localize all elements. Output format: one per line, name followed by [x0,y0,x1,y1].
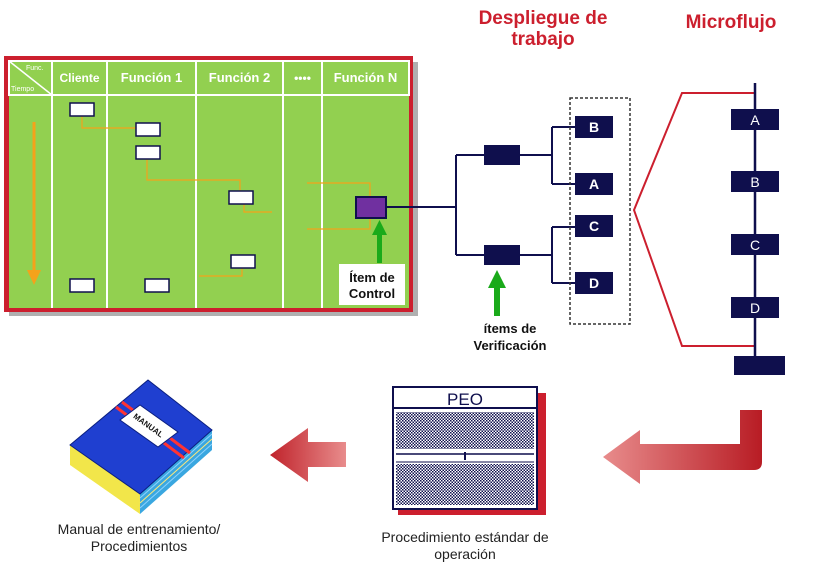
column-header-dots: •••• [294,71,311,85]
svg-text:A: A [750,112,760,128]
activity-box [135,145,161,160]
deployment-box-c: C [575,215,613,237]
corner-top-label: Func. [26,65,44,72]
down-arrow-icon [27,122,41,285]
control-item-box [355,196,387,219]
deployment-box-a: A [575,173,613,195]
activity-box [69,102,95,117]
column-header-funcion-1: Función 1 [121,70,182,85]
deployment-container [569,97,631,325]
column-header-cliente: Cliente [59,71,99,85]
svg-text:C: C [589,218,599,234]
activity-box [228,190,254,205]
manual-caption: Manual de entrenamiento/ Procedimientos [57,521,221,554]
microflow-box-b: B [731,171,779,192]
svg-text:D: D [589,275,599,291]
microflow-end-box [734,356,785,375]
deployment-node-lower [484,245,520,265]
deployment-box-d: D [575,272,613,294]
svg-text:B: B [589,119,599,135]
book-icon: MANUAL [69,379,213,514]
corner-bottom-label: Tiempo [11,86,34,93]
activity-box [144,278,170,293]
activity-box [230,254,256,269]
peo-caption: Procedimiento estándar de operación [381,529,549,562]
microflow-box-a: A [731,109,779,130]
activity-boxes [69,102,256,293]
peo-header: PEO [447,390,483,409]
activity-box [69,278,95,293]
microflow-title: Microflujo [685,12,777,33]
left-arrow-icon [270,428,346,482]
deployment-box-b: B [575,116,613,138]
control-item-label: Ítem de Control [348,270,396,301]
svg-text:C: C [750,237,760,253]
activity-box [135,122,161,137]
svg-text:D: D [750,300,760,316]
work-deployment-title: Despliegue de trabajo [478,8,608,50]
svg-text:A: A [589,176,599,192]
flow-connectors [81,116,371,277]
microflow-box-c: C [731,234,779,255]
svg-text:B: B [750,174,759,190]
column-header-funcion-n: Función N [334,70,398,85]
deployment-node-upper [484,145,520,165]
peo-document: PEO [392,386,546,515]
microflow-box-d: D [731,297,779,318]
verification-items-label: ítems de Verificación [473,321,547,353]
column-header-funcion-2: Función 2 [209,70,270,85]
up-arrow-icon [488,270,506,316]
work-deployment-tree [386,126,575,284]
up-arrow-icon [372,220,387,263]
curved-arrow-icon [603,410,762,484]
deployment-matrix: Func. Tiempo Cliente Función 1 Función 2… [4,56,418,316]
zoom-bracket [632,92,754,347]
